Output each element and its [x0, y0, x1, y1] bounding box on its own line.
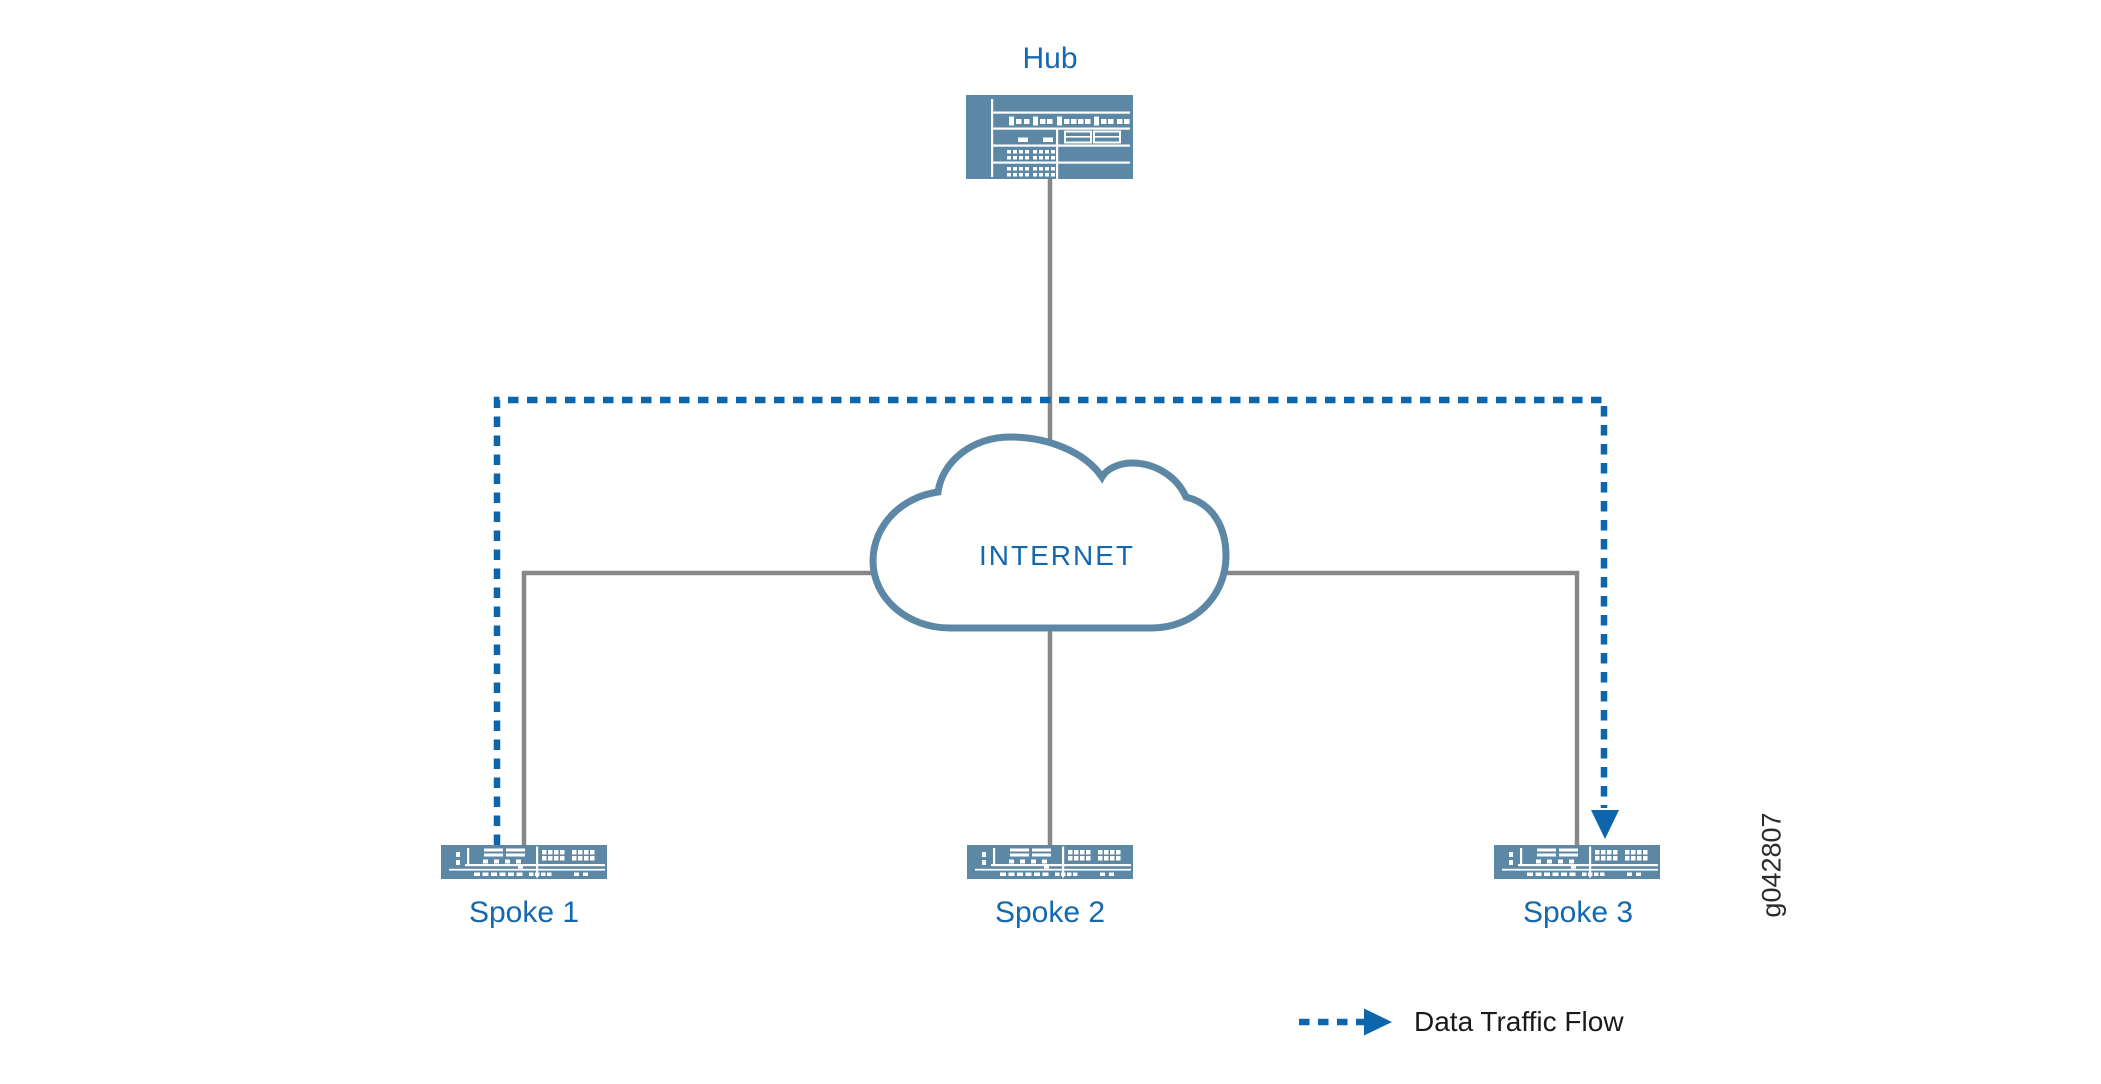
spoke2-label: Spoke 2 — [994, 896, 1106, 929]
spoke3-router-icon — [1494, 845, 1660, 879]
hub-router-icon — [966, 95, 1133, 179]
hub-label: Hub — [1022, 42, 1078, 75]
internet-to-spoke3-link — [1207, 570, 1580, 847]
spoke1-label: Spoke 1 — [468, 896, 580, 929]
flow-arrowhead-icon — [1591, 810, 1619, 839]
legend-flow-label: Data Traffic Flow — [1414, 1006, 1624, 1037]
internet-to-spoke1-link — [521, 570, 893, 847]
legend-flow-arrow-icon — [1299, 1008, 1392, 1036]
spoke1-router-icon — [441, 845, 607, 879]
data-traffic-flow-path — [493, 396, 1608, 845]
spoke2-router-icon — [967, 845, 1133, 879]
spoke3-label: Spoke 3 — [1522, 896, 1634, 929]
internet-cloud-icon — [869, 433, 1230, 632]
internet-label: INTERNET — [979, 540, 1135, 571]
figure-id-label: g042807 — [1756, 812, 1787, 918]
